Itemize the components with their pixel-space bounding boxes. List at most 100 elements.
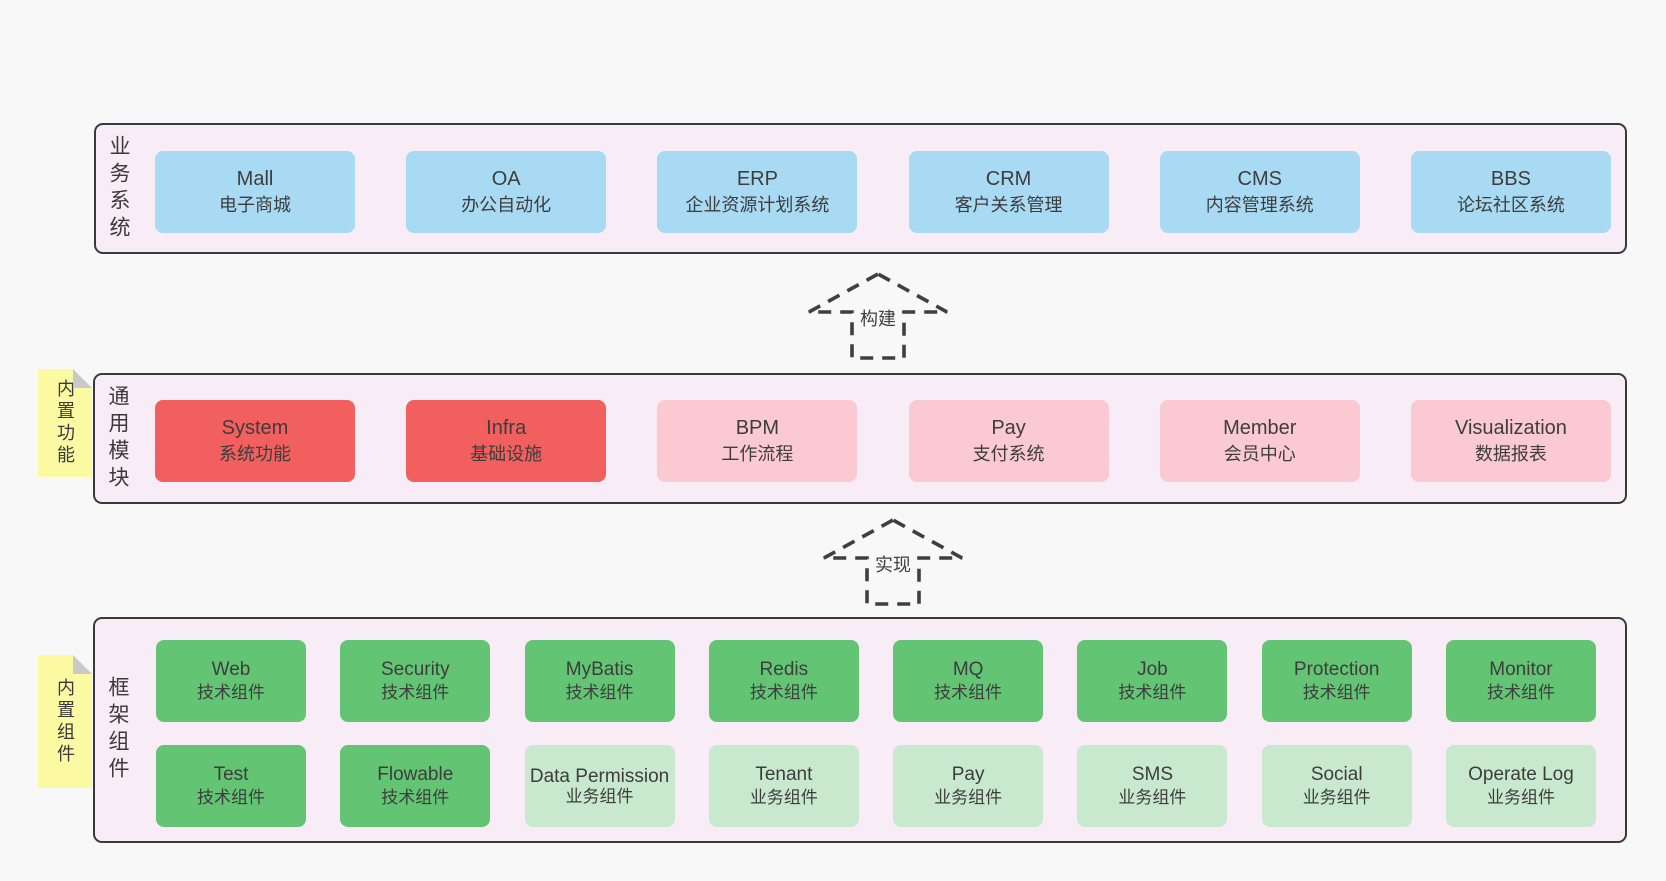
builtin-components-tag-text: 内置组件	[55, 677, 75, 766]
box-title: Monitor	[1489, 658, 1553, 680]
box-title: Test	[213, 763, 249, 785]
box-title: MyBatis	[565, 658, 634, 680]
box-subtitle: 支付系统	[972, 444, 1045, 465]
builtin-features-tag: 内置功能	[38, 369, 92, 477]
box-tenant: Tenant 业务组件	[708, 745, 859, 827]
box-social: Social 业务组件	[1261, 745, 1412, 827]
box-title: Member	[1223, 417, 1297, 440]
box-title: Pay	[951, 763, 985, 785]
box-subtitle: 技术组件	[1486, 683, 1555, 703]
box-data-permission: Data Permission 业务组件	[524, 745, 675, 827]
common-modules-panel: 通用模块 System 系统功能 Infra 基础设施 BPM 工作流程 Pay…	[93, 373, 1627, 504]
box-redis: Redis 技术组件	[708, 640, 859, 722]
box-subtitle: 业务组件	[1118, 788, 1187, 808]
box-subtitle: 系统功能	[219, 444, 291, 465]
box-title: MQ	[952, 658, 984, 680]
business-systems-panel: 业务系统 Mall 电子商城 OA 办公自动化 ERP 企业资源计划系统 CRM…	[94, 123, 1627, 254]
box-subtitle: 办公自动化	[461, 195, 552, 216]
box-title: ERP	[736, 168, 778, 191]
box-web: Web 技术组件	[156, 640, 306, 722]
modules-panel-label-text: 通用模块	[106, 384, 129, 493]
box-title: Mall	[236, 168, 274, 191]
modules-box-row: System 系统功能 Infra 基础设施 BPM 工作流程 Pay 支付系统…	[155, 400, 1611, 482]
box-title: Job	[1137, 658, 1168, 680]
box-title: CMS	[1237, 168, 1282, 191]
box-subtitle: 企业资源计划系统	[685, 195, 830, 216]
box-subtitle: 技术组件	[1118, 683, 1187, 703]
box-title: Operate Log	[1468, 763, 1574, 785]
box-title: Redis	[759, 658, 809, 680]
components-panel-label: 框架组件	[106, 619, 129, 841]
box-subtitle: 技术组件	[749, 683, 818, 703]
business-box-row: Mall 电子商城 OA 办公自动化 ERP 企业资源计划系统 CRM 客户关系…	[155, 151, 1611, 233]
box-visualization: Visualization 数据报表	[1410, 400, 1611, 482]
box-pay-component: Pay 业务组件	[893, 745, 1044, 827]
builtin-features-tag-text: 内置功能	[55, 379, 75, 467]
box-title: System	[221, 417, 289, 440]
box-job: Job 技术组件	[1077, 640, 1228, 722]
box-subtitle: 业务组件	[749, 788, 818, 808]
box-title: Protection	[1293, 658, 1380, 680]
box-subtitle: 论坛社区系统	[1456, 195, 1565, 216]
box-title: BPM	[735, 417, 780, 440]
business-panel-label: 业务系统	[107, 125, 130, 252]
box-subtitle: 业务组件	[1302, 788, 1371, 808]
box-subtitle: 业务组件	[565, 787, 634, 807]
box-subtitle: 技术组件	[381, 788, 450, 808]
box-subtitle: 会员中心	[1223, 444, 1296, 465]
box-infra: Infra 基础设施	[406, 400, 607, 482]
box-mq: MQ 技术组件	[893, 640, 1044, 722]
box-flowable: Flowable 技术组件	[340, 745, 491, 827]
framework-components-panel: 框架组件 Web 技术组件 Security 技术组件 MyBatis 技术组件…	[93, 617, 1627, 843]
box-mybatis: MyBatis 技术组件	[524, 640, 675, 722]
box-subtitle: 内容管理系统	[1205, 195, 1314, 216]
arrow-build-label: 构建	[857, 309, 899, 330]
box-title: Data Permission	[529, 765, 670, 787]
box-title: OA	[491, 168, 521, 191]
box-subtitle: 业务组件	[934, 788, 1003, 808]
box-member: Member 会员中心	[1159, 400, 1360, 482]
box-subtitle: 电子商城	[219, 195, 291, 216]
box-mall: Mall 电子商城	[155, 151, 355, 233]
builtin-components-tag: 内置组件	[38, 655, 92, 788]
box-operate-log: Operate Log 业务组件	[1445, 745, 1596, 827]
box-title: CRM	[985, 168, 1032, 191]
box-test: Test 技术组件	[156, 745, 306, 827]
box-pay-module: Pay 支付系统	[908, 400, 1109, 482]
box-title: Social	[1310, 763, 1363, 785]
box-subtitle: 技术组件	[197, 683, 265, 703]
box-protection: Protection 技术组件	[1261, 640, 1412, 722]
box-title: Pay	[991, 417, 1026, 440]
box-erp: ERP 企业资源计划系统	[657, 151, 858, 233]
box-sms: SMS 业务组件	[1077, 745, 1228, 827]
box-subtitle: 技术组件	[1302, 683, 1371, 703]
box-crm: CRM 客户关系管理	[908, 151, 1109, 233]
box-subtitle: 技术组件	[197, 788, 265, 808]
box-title: Tenant	[755, 763, 813, 785]
box-subtitle: 技术组件	[565, 683, 634, 703]
box-cms: CMS 内容管理系统	[1159, 151, 1360, 233]
box-subtitle: 技术组件	[934, 683, 1003, 703]
box-subtitle: 技术组件	[381, 683, 450, 703]
box-system: System 系统功能	[155, 400, 355, 482]
box-title: Flowable	[377, 763, 454, 785]
components-panel-label-text: 框架组件	[106, 676, 129, 784]
arrow-implement-label: 实现	[872, 555, 914, 576]
modules-panel-label: 通用模块	[106, 375, 129, 502]
box-title: Visualization	[1454, 417, 1567, 440]
business-panel-label-text: 业务系统	[107, 134, 130, 243]
arrow-build: 构建	[806, 271, 950, 361]
box-subtitle: 数据报表	[1474, 444, 1547, 465]
box-subtitle: 基础设施	[470, 444, 543, 465]
box-title: Security	[380, 658, 450, 680]
box-subtitle: 业务组件	[1486, 788, 1555, 808]
box-subtitle: 工作流程	[721, 444, 794, 465]
box-security: Security 技术组件	[340, 640, 491, 722]
box-subtitle: 客户关系管理	[954, 195, 1063, 216]
components-box-row-1: Web 技术组件 Security 技术组件 MyBatis 技术组件 Redi…	[156, 640, 1596, 722]
box-monitor: Monitor 技术组件	[1445, 640, 1596, 722]
box-oa: OA 办公自动化	[406, 151, 607, 233]
box-title: Infra	[486, 417, 527, 440]
box-title: Web	[211, 658, 251, 680]
